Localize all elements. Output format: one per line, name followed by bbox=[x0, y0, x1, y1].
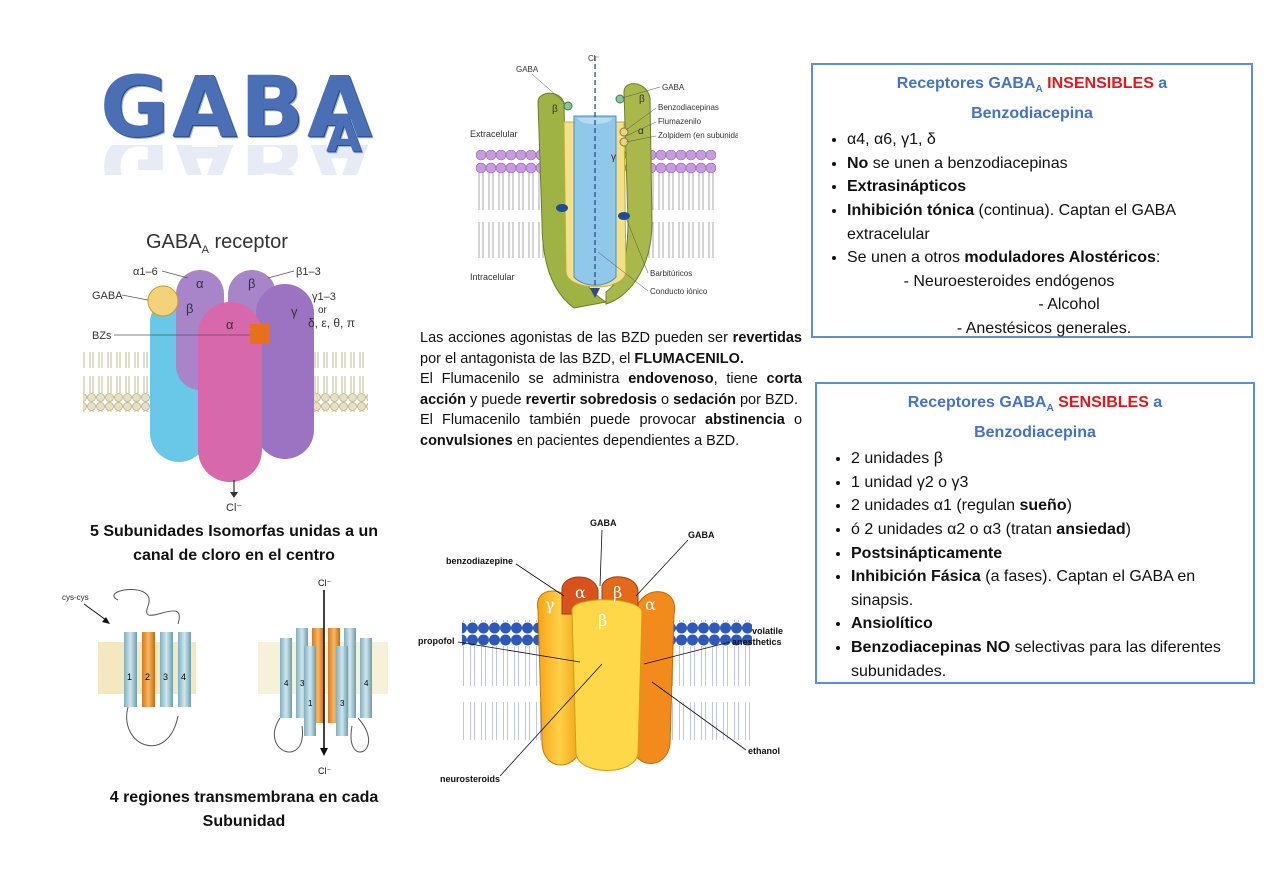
label-conducto-ionico: Conducto iónico bbox=[650, 287, 708, 296]
label-volatile: volatile bbox=[752, 626, 783, 636]
svg-text:1: 1 bbox=[127, 672, 132, 682]
box1-item: Inhibición tónica (continua). Captan el … bbox=[847, 199, 1251, 246]
label-intracelular: Intracelular bbox=[470, 272, 515, 282]
label-beta-back: β bbox=[248, 276, 255, 291]
svg-text:3: 3 bbox=[163, 672, 168, 682]
svg-text:α: α bbox=[645, 595, 656, 614]
label-alpha-front: α bbox=[226, 317, 234, 332]
transmembrane-diagram: cys-cys 1 2 3 4 4 3 1 3 4 Cl⁻ Cl⁻ bbox=[62, 578, 388, 776]
label-bzs: BZs bbox=[92, 330, 112, 342]
caption-subunits: 5 Subunidades Isomorfas unidas a un cana… bbox=[89, 523, 379, 564]
svg-text:4: 4 bbox=[181, 672, 186, 682]
box2-item: Postsinápticamente bbox=[851, 542, 1253, 566]
label-gaba-left: GABA bbox=[516, 65, 539, 74]
label-other-subunits: δ, ε, θ, π bbox=[308, 316, 355, 330]
title-reflection: GABA bbox=[100, 145, 375, 175]
svg-text:α: α bbox=[638, 126, 644, 137]
box2-item: 2 unidades α1 (regulan sueño) bbox=[851, 494, 1253, 518]
page-title: GABA A bbox=[100, 62, 375, 162]
box1-item: Se unen a otros moduladores Alostéricos: bbox=[847, 246, 1251, 270]
subunit-alpha-front bbox=[198, 302, 262, 482]
label-gaba-right: GABA bbox=[662, 83, 685, 92]
box2-item: 1 unidad γ2 o γ3 bbox=[851, 471, 1253, 495]
box1-item: No se unen a benzodiacepinas bbox=[847, 152, 1251, 176]
svg-text:α: α bbox=[575, 583, 586, 602]
label-neurosteroids: neurosteroids bbox=[440, 774, 500, 784]
para-1: Las acciones agonistas de las BZD pueden… bbox=[420, 330, 802, 367]
label-gamma: γ bbox=[291, 304, 298, 319]
label-gaba-top: GABA bbox=[590, 518, 617, 528]
label-beta-range: β1–3 bbox=[296, 266, 321, 278]
label-extracelular: Extracelular bbox=[470, 129, 518, 139]
label-benzodiacepinas: Benzodiacepinas bbox=[658, 103, 719, 112]
box2-item: Inhibición Fásica (a fases). Captan el G… bbox=[851, 565, 1253, 612]
flumacenilo-paragraph: Las acciones agonistas de las BZD pueden… bbox=[420, 328, 802, 451]
svg-text:β: β bbox=[552, 104, 558, 115]
svg-text:β: β bbox=[639, 94, 645, 105]
helix-group: 1 2 3 4 bbox=[124, 632, 191, 707]
box2-item: 2 unidades β bbox=[851, 447, 1253, 471]
subunit-gamma bbox=[256, 284, 314, 459]
box1-subitem: - Alcohol bbox=[1038, 296, 1100, 314]
label-beta-left: β bbox=[186, 301, 193, 316]
label-zolpidem: Zolpidem (en subunidades α1) bbox=[658, 131, 738, 140]
label-ethanol: ethanol bbox=[748, 746, 780, 756]
svg-text:2: 2 bbox=[145, 672, 150, 682]
label-alpha-range: α1–6 bbox=[133, 266, 158, 278]
caption-transmembrane: 4 regiones transmembrana en cada Subunid… bbox=[109, 789, 379, 830]
drug-binding-diagram: γ α β α β GABA GABA benzodiazepine propo… bbox=[418, 518, 783, 784]
gaba-receptor-diagram: GABAA receptor β α β α γ α1–6 β1–3 GABA … bbox=[83, 231, 368, 514]
label-chloride-top: Cl⁻ bbox=[318, 578, 331, 588]
box1-item: α4, α6, γ1, δ bbox=[847, 128, 1251, 152]
box2-item: Ansiolítico bbox=[851, 612, 1253, 636]
svg-text:β: β bbox=[613, 583, 622, 602]
label-or: or bbox=[318, 305, 328, 316]
label-alpha-back: α bbox=[196, 276, 204, 291]
svg-text:γ: γ bbox=[611, 152, 616, 163]
box2-item: ó 2 unidades α2 o α3 (tratan ansiedad) bbox=[851, 518, 1253, 542]
label-flumazenilo: Flumazenilo bbox=[658, 117, 702, 126]
label-chloride-3: Cl⁻ bbox=[588, 54, 600, 63]
svg-text:γ: γ bbox=[545, 595, 555, 614]
svg-text:3: 3 bbox=[340, 699, 345, 708]
para-2: El Flumacenilo se administra endovenoso,… bbox=[420, 371, 802, 408]
label-chloride-bottom: Cl⁻ bbox=[318, 766, 331, 776]
svg-text:β: β bbox=[598, 611, 607, 630]
box1-subitem: - Anestésicos generales. bbox=[956, 319, 1132, 337]
svg-text:3: 3 bbox=[300, 679, 305, 688]
receptor-heading: GABAA receptor bbox=[146, 231, 288, 256]
subunit-alpha-right bbox=[631, 591, 676, 764]
label-chloride: Cl⁻ bbox=[226, 502, 242, 514]
label-gaba: GABA bbox=[92, 290, 123, 302]
label-barbituricos: Barbitúricos bbox=[650, 269, 692, 278]
box1-item: Extrasinápticos bbox=[847, 175, 1251, 199]
para-3: El Flumacenilo también puede provocar ab… bbox=[420, 412, 803, 449]
label-gaba-right-4: GABA bbox=[688, 530, 715, 540]
label-propofol: propofol bbox=[418, 636, 455, 646]
title-subscript: A bbox=[326, 108, 365, 162]
title-main: GABA bbox=[100, 58, 375, 156]
svg-text:1: 1 bbox=[308, 699, 313, 708]
box1-subitem: - Neuroesteroides endógenos bbox=[903, 272, 1115, 290]
svg-text:4: 4 bbox=[284, 679, 289, 688]
label-cys-cys: cys-cys bbox=[62, 593, 89, 602]
label-benzodiazepine: benzodiazepine bbox=[446, 556, 513, 566]
gaba-binding-site bbox=[147, 285, 179, 317]
box2-item: Benzodiacepinas NO selectivas para las d… bbox=[851, 636, 1253, 683]
box2-list: 2 unidades β 1 unidad γ2 o γ3 2 unidades… bbox=[817, 447, 1253, 683]
label-anesthetics: anesthetics bbox=[732, 637, 782, 647]
channel-sites-diagram: Cl⁻ Extracelular Intracelular β β α γ GA… bbox=[470, 54, 738, 309]
label-gamma-range: γ1–3 bbox=[312, 291, 336, 303]
pentamer-helices: 4 3 1 3 4 bbox=[280, 628, 372, 736]
svg-text:4: 4 bbox=[364, 679, 369, 688]
bz-binding-site bbox=[250, 324, 270, 344]
box1-list: α4, α6, γ1, δ No se unen a benzodiacepin… bbox=[813, 128, 1251, 340]
subunit-beta-front bbox=[571, 599, 643, 771]
